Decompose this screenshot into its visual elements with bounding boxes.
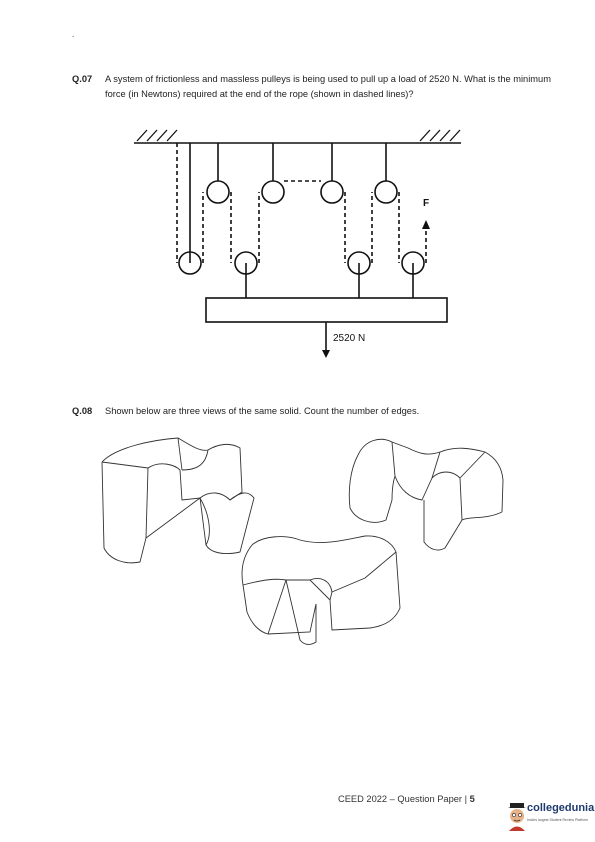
- load-label: 2520 N: [333, 333, 365, 344]
- lower-pulley-4: [401, 251, 425, 275]
- footer-page-number: 5: [469, 794, 475, 804]
- page-footer: CEED 2022 – Question Paper | 5: [338, 794, 475, 804]
- rope-dashed: [176, 143, 427, 263]
- force-label: F: [423, 198, 429, 209]
- question-number: Q.08: [72, 406, 93, 416]
- lower-pulley-3: [347, 251, 371, 275]
- solid-view-right: [348, 438, 504, 551]
- page-mark: .: [72, 30, 75, 39]
- lower-pulley-2: [234, 251, 258, 275]
- force-arrow-head: [422, 220, 430, 229]
- load-block: [205, 297, 448, 323]
- ceiling-hatch-left: [136, 129, 178, 142]
- mascot-icon: [508, 803, 526, 831]
- question-text: A system of frictionless and massless pu…: [105, 74, 551, 99]
- question-number: Q.07: [72, 74, 93, 84]
- upper-pulley-1: [206, 180, 230, 204]
- lower-pulley-1: [178, 251, 202, 275]
- upper-pulley-4: [374, 180, 398, 204]
- question-text: Shown below are three views of the same …: [105, 406, 420, 416]
- footer-exam: CEED 2022 – Question Paper: [338, 794, 463, 804]
- upper-pulley-2: [261, 180, 285, 204]
- collegedunia-logo: collegedunia India's largest Student Rev…: [506, 800, 595, 836]
- solid-view-bottom: [241, 535, 401, 645]
- ceiling-hatch-right: [419, 129, 461, 142]
- upper-pulley-3: [320, 180, 344, 204]
- solid-view-left: [101, 437, 255, 564]
- load-arrow-head: [322, 350, 330, 358]
- logo-name: collegedunia: [527, 802, 595, 814]
- footer-separator: |: [464, 794, 468, 804]
- logo-tagline: India's largest Student Review Platform: [527, 818, 588, 822]
